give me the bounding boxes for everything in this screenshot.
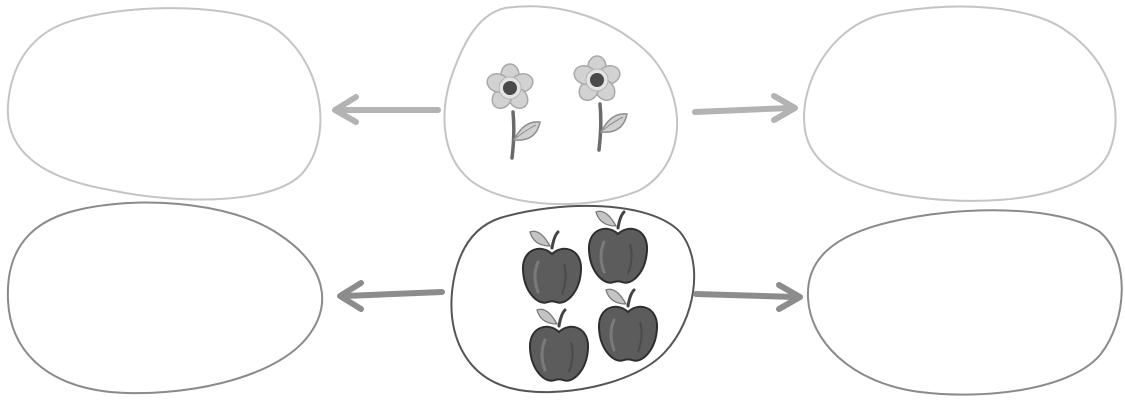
left-empty-blob-bottom bbox=[8, 203, 322, 394]
apple-icon bbox=[530, 309, 588, 380]
apple-icon bbox=[523, 231, 581, 302]
left-arrow-top bbox=[335, 97, 438, 122]
apple-icon bbox=[599, 289, 657, 360]
right-arrow-top bbox=[695, 96, 795, 120]
center-flower-blob bbox=[445, 6, 678, 204]
flower-icon bbox=[572, 56, 627, 150]
apple-icon bbox=[589, 211, 647, 282]
flower-icon bbox=[485, 64, 540, 158]
apple-row bbox=[8, 203, 1122, 395]
right-empty-blob-top bbox=[804, 7, 1116, 201]
flower-row bbox=[8, 6, 1116, 204]
right-arrow-bottom bbox=[696, 285, 800, 309]
right-empty-blob-bottom bbox=[808, 210, 1122, 394]
left-arrow-bottom bbox=[340, 283, 442, 309]
left-empty-blob-top bbox=[8, 8, 321, 199]
